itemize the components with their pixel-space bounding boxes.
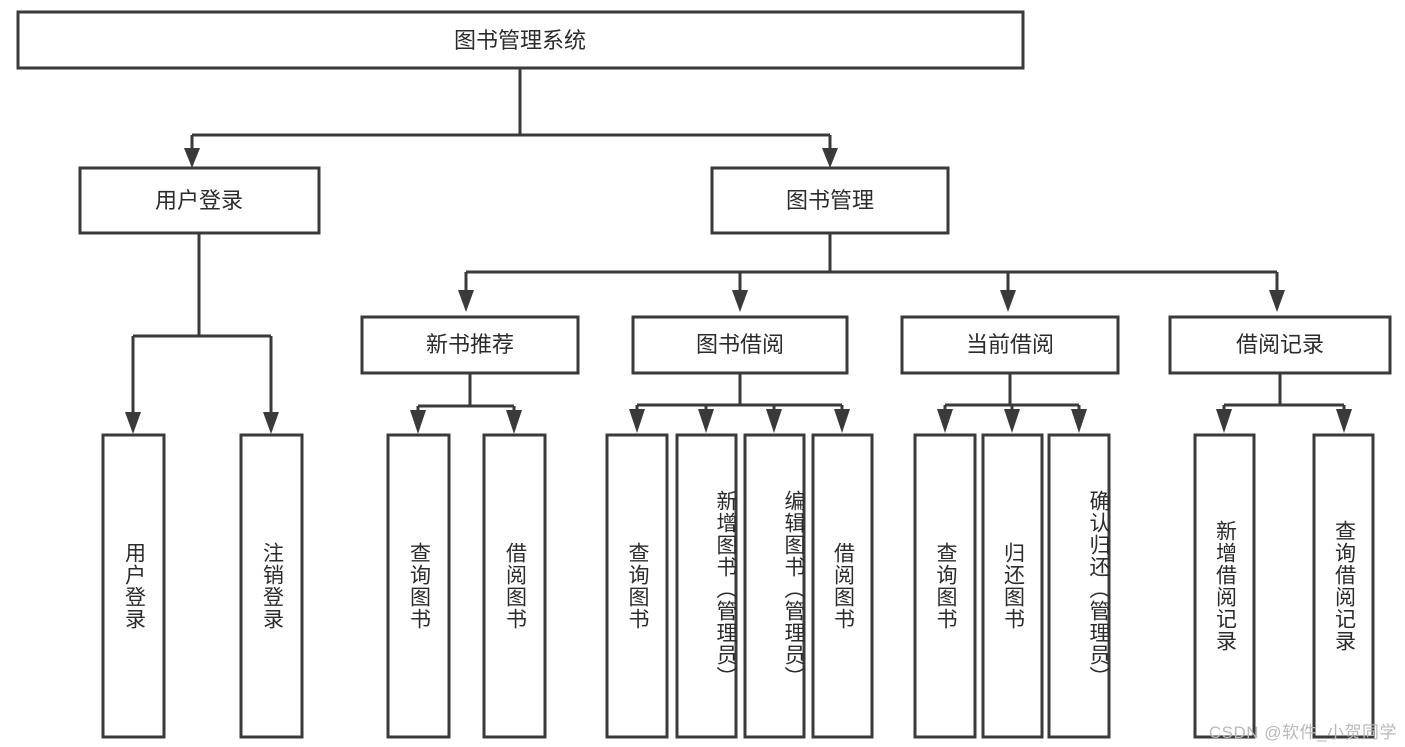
arrow-head-currentborrow-leaf-1 (937, 409, 953, 433)
node-box-user-login[interactable] (78, 166, 321, 235)
node-box-leaf-query-book-new[interactable] (386, 433, 451, 739)
arrow-head-borrowrecord-leaf-2 (1336, 409, 1352, 433)
node-box-new-book-recommend[interactable] (360, 315, 580, 375)
node-layer: 图书管理系统 用户登录 图书管理 新书推荐 图书借阅 当前借阅 借阅记录 (16, 10, 1392, 739)
node-label-new-book-recommend: 新书推荐 (426, 332, 514, 357)
node-box-leaf-add-borrow-record[interactable] (1193, 433, 1256, 739)
node-box-leaf-logout[interactable] (239, 433, 304, 739)
node-label-user-login: 用户登录 (155, 188, 243, 213)
node-box-leaf-query-book-current[interactable] (913, 433, 977, 739)
node-box-leaf-user-login[interactable] (101, 433, 166, 739)
arrow-head-bookborrow-leaf-2 (698, 409, 714, 433)
arrow-head-bookborrow-leaf-1 (629, 409, 645, 433)
arrow-head-user-login (184, 148, 200, 168)
arrow-head-bookborrow-leaf-4 (834, 409, 850, 433)
arrow-head-currentborrow-leaf-3 (1071, 409, 1087, 433)
node-box-current-borrow[interactable] (900, 315, 1120, 375)
node-box-book-borrow[interactable] (631, 315, 849, 375)
arrow-head-newbook-leaf-1 (410, 410, 426, 434)
node-box-leaf-edit-book-admin[interactable] (743, 433, 806, 739)
arrow-head-newbook-leaf-2 (506, 410, 522, 434)
arrow-head-borrow-record (1269, 290, 1285, 312)
node-box-book-management[interactable] (710, 166, 950, 235)
node-box-borrow-record[interactable] (1168, 315, 1392, 375)
node-box-leaf-return-book[interactable] (981, 433, 1044, 739)
arrow-head-borrowrecord-leaf-1 (1216, 409, 1232, 433)
node-box-leaf-query-borrow-record[interactable] (1312, 433, 1375, 739)
node-label-borrow-record: 借阅记录 (1236, 332, 1324, 357)
node-label-book-borrow: 图书借阅 (696, 332, 784, 357)
arrow-head-leaf-user-login (125, 412, 141, 434)
arrow-head-bookborrow-leaf-3 (766, 409, 782, 433)
arrow-head-current-borrow (1000, 290, 1016, 312)
node-box-leaf-add-book-admin[interactable] (675, 433, 738, 739)
watermark-text: CSDN @软件_小贺同学 (1208, 723, 1397, 742)
arrow-head-currentborrow-leaf-2 (1004, 409, 1020, 433)
arrow-head-book-borrow (732, 290, 748, 312)
node-label-current-borrow: 当前借阅 (966, 332, 1054, 357)
node-label-book-management: 图书管理 (786, 188, 874, 213)
node-box-root[interactable] (16, 10, 1025, 70)
node-label-root: 图书管理系统 (454, 28, 586, 53)
node-box-leaf-confirm-return-admin[interactable] (1047, 433, 1111, 739)
arrow-head-new-book (458, 290, 474, 312)
node-box-leaf-query-book-borrow[interactable] (605, 433, 669, 739)
arrow-head-leaf-logout (263, 412, 279, 434)
arrow-head-book-mgmt (822, 148, 838, 168)
node-box-leaf-borrow-book-new[interactable] (482, 433, 547, 739)
node-box-leaf-borrow-book-borrow[interactable] (811, 433, 874, 739)
connector-layer (125, 68, 1352, 434)
